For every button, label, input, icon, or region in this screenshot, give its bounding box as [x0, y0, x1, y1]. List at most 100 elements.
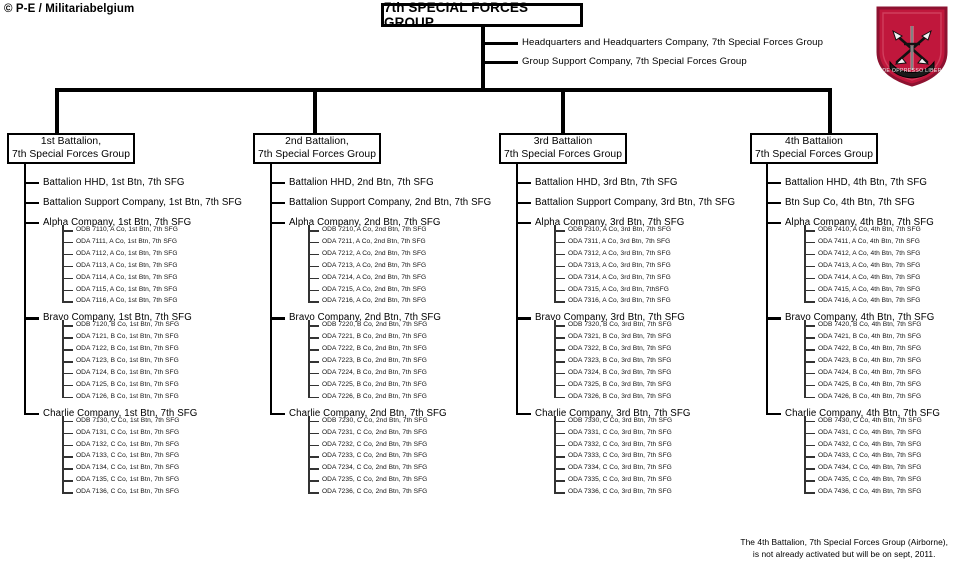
detachment-label: ODA 7213, A Co, 2nd Btn, 7th SFG [322, 261, 427, 269]
unit-connector [516, 222, 531, 225]
detachment-spine [554, 225, 556, 303]
detachment-connector [62, 492, 73, 494]
detachment-label: ODA 7324, B Co, 3rd Btn, 7th SFG [568, 368, 672, 376]
battalion-title-line1: 1st Battalion, [40, 136, 102, 148]
battalion-drop-0 [55, 88, 59, 133]
detachment-label: ODA 7425, B Co, 4th Btn, 7th SFG [818, 380, 922, 388]
detachment-connector [308, 480, 319, 482]
detachment-connector [62, 361, 73, 363]
footnote: The 4th Battalion, 7th Special Forces Gr… [740, 536, 948, 560]
group-unit-stub-0 [485, 42, 518, 45]
detachment-label: ODA 7414, A Co, 4th Btn, 7th SFG [818, 273, 921, 281]
detachment-label: ODA 7132, C Co, 1st Btn, 7th SFG [76, 440, 180, 448]
detachment-label: ODB 7410, A Co, 4th Btn, 7th SFG [818, 226, 921, 233]
detachment-connector [62, 384, 73, 387]
detachment-label: ODA 7233, C Co, 2nd Btn, 7th SFG [322, 452, 428, 460]
detachment-connector [62, 396, 73, 399]
battalion-box-2[interactable]: 2nd Battalion, 7th Special Forces Group [253, 133, 381, 164]
detachment-connector [554, 325, 565, 327]
unit-connector [766, 222, 781, 225]
detachment-connector [804, 468, 815, 470]
detachment-label: ODA 7415, A Co, 4th Btn, 7th SFG [818, 285, 921, 293]
battalion-spine [24, 164, 27, 414]
detachment-connector [554, 230, 565, 232]
detachment-connector [308, 361, 319, 363]
detachment-label: ODB 7110, A Co, 1st Btn, 7th SFG [76, 226, 178, 233]
detachment-connector [804, 230, 815, 232]
detachment-label: ODA 7221, B Co, 2nd Btn, 7th SFG [322, 333, 427, 341]
detachment-connector [554, 420, 565, 423]
detachment-connector [62, 289, 73, 291]
detachment-spine [62, 415, 64, 494]
detachment-label: ODA 7426, B Co, 4th Btn, 7th SFG [818, 392, 922, 400]
detachment-label: ODA 7131, C Co, 1st Btn, 7th SFG [76, 428, 180, 436]
unit-label: Charlie Company, 4th Btn, 7th SFG [785, 407, 940, 419]
detachment-connector [804, 444, 815, 447]
detachment-label: ODB 7210, A Co, 2nd Btn, 7th SFG [322, 226, 427, 233]
detachment-label: ODA 7113, A Co, 1st Btn, 7th SFG [76, 261, 178, 269]
detachment-label: ODA 7326, B Co, 3rd Btn, 7th SFG [568, 392, 672, 400]
battalion-box-4[interactable]: 4th Battalion 7th Special Forces Group [750, 133, 878, 164]
detachment-connector [62, 241, 73, 244]
detachment-connector [804, 301, 815, 303]
detachment-connector [308, 241, 319, 244]
detachment-label: ODA 7435, C Co, 4th Btn, 7th SFG [818, 476, 922, 484]
detachment-label: ODA 7112, A Co, 1st Btn, 7th SFG [76, 249, 178, 257]
detachment-label: ODA 7413, A Co, 4th Btn, 7th SFG [818, 261, 921, 269]
detachment-label: ODA 7314, A Co, 3rd Btn, 7th SFG [568, 273, 671, 281]
detachment-connector [804, 325, 815, 327]
detachment-connector [308, 253, 319, 256]
detachment-label: ODA 7214, A Co, 2nd Btn, 7th SFG [322, 273, 427, 281]
detachment-connector [804, 456, 815, 458]
detachment-label: ODB 7230, C Co, 2nd Btn, 7th SFG [322, 416, 428, 424]
detachment-label: ODA 7111, A Co, 1st Btn, 7th SFG [76, 237, 178, 245]
detachment-connector [804, 372, 815, 375]
detachment-label: ODA 7312, A Co, 3rd Btn, 7th SFG [568, 249, 671, 257]
battalion-box-3[interactable]: 3rd Battalion 7th Special Forces Group [499, 133, 627, 164]
unit-label: Battalion HHD, 4th Btn, 7th SFG [785, 177, 928, 188]
group-title-box: 7th SPECIAL FORCES GROUP [381, 0, 583, 30]
unit-label: Battalion Support Company, 2nd Btn, 7th … [289, 197, 492, 208]
unit-label: Charlie Company, 3rd Btn, 7th SFG [535, 407, 691, 419]
unit-connector [766, 182, 781, 185]
detachment-connector [308, 444, 319, 447]
detachment-connector [62, 420, 73, 423]
detachment-label: ODA 7212, A Co, 2nd Btn, 7th SFG [322, 249, 427, 257]
unit-label: Alpha Company, 1st Btn, 7th SFG [43, 217, 192, 228]
detachment-label: ODA 7316, A Co, 3rd Btn, 7th SFG [568, 297, 671, 305]
detachment-label: ODA 7216, A Co, 2nd Btn, 7th SFG [322, 297, 427, 305]
unit-label: Battalion HHD, 1st Btn, 7th SFG [43, 177, 185, 188]
detachment-connector [62, 253, 73, 256]
detachment-connector [804, 337, 815, 339]
detachment-label: ODA 7325, B Co, 3rd Btn, 7th SFG [568, 380, 672, 388]
detachment-connector [62, 230, 73, 232]
unit-connector [24, 182, 39, 185]
group-unit-1: Group Support Company, 7th Special Force… [522, 56, 747, 67]
detachment-connector [308, 301, 319, 303]
detachment-connector [62, 372, 73, 375]
detachment-label: ODA 7135, C Co, 1st Btn, 7th SFG [76, 476, 180, 484]
battalion-title-line1: 3rd Battalion [533, 136, 593, 148]
detachment-connector [554, 432, 565, 435]
detachment-label: ODA 7332, C Co, 3rd Btn, 7th SFG [568, 440, 672, 448]
detachment-spine [554, 415, 556, 494]
detachment-label: ODB 7130, C Co, 1st Btn, 7th SFG [76, 416, 180, 424]
battalion-box-1[interactable]: 1st Battalion, 7th Special Forces Group [7, 133, 135, 164]
detachment-connector [308, 420, 319, 423]
detachment-connector [62, 349, 73, 351]
unit-label: Bravo Company, 3rd Btn, 7th SFG [535, 312, 685, 324]
detachment-label: ODA 7431, C Co, 4th Btn, 7th SFG [818, 428, 922, 436]
detachment-connector [62, 301, 73, 303]
detachment-connector [62, 325, 73, 327]
detachment-label: ODB 7310, A Co, 3rd Btn, 7th SFG [568, 226, 672, 233]
unit-label: Alpha Company, 2nd Btn, 7th SFG [289, 217, 441, 228]
detachment-connector [62, 432, 73, 435]
detachment-label: ODA 7133, C Co, 1st Btn, 7th SFG [76, 452, 180, 460]
detachment-connector [554, 349, 565, 351]
detachment-label: ODA 7234, C Co, 2nd Btn, 7th SFG [322, 464, 428, 472]
unit-connector [516, 202, 531, 205]
detachment-label: ODA 7136, C Co, 1st Btn, 7th SFG [76, 488, 180, 496]
detachment-connector [62, 480, 73, 482]
detachment-label: ODA 7222, B Co, 2nd Btn, 7th SFG [322, 345, 427, 353]
